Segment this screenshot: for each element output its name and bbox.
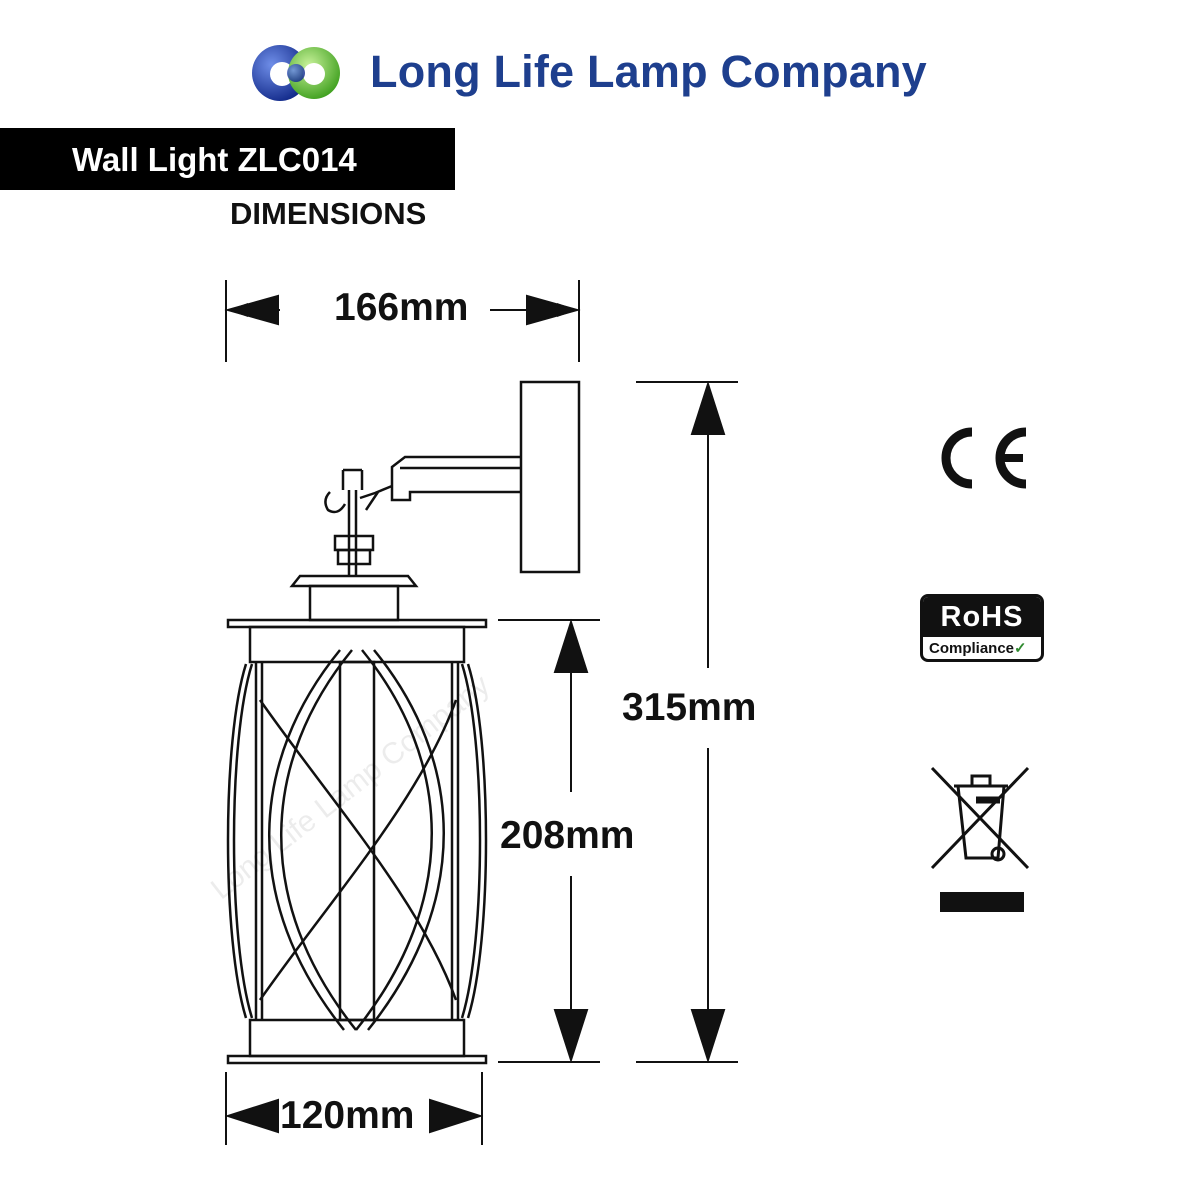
brand-header: Long Life Lamp Company — [250, 40, 970, 106]
total-height-label: 315mm — [620, 686, 759, 730]
product-title: Wall Light ZLC014 — [72, 141, 357, 178]
top-band — [248, 625, 466, 664]
bottom-band — [248, 1018, 466, 1058]
rod-coupler — [333, 534, 375, 552]
dimensions-heading: DIMENSIONS — [230, 196, 427, 231]
rohs-title: RoHS — [923, 597, 1041, 637]
rohs-subtitle-text: Compliance — [929, 640, 1015, 657]
center-bar — [338, 660, 376, 1022]
mounting-arm — [390, 455, 521, 502]
twisted-rib — [268, 649, 345, 1031]
total-width-label: 166mm — [330, 286, 473, 330]
wall-mount-plate — [519, 380, 581, 574]
base-width-label: 120mm — [280, 1094, 415, 1137]
crossed-bin-icon — [930, 766, 1030, 912]
body-height-dimension — [498, 618, 600, 1064]
bottom-plate — [226, 1054, 488, 1065]
three-circles-logo-icon — [252, 45, 340, 101]
width-dimension — [224, 280, 581, 362]
checkmark-icon: ✓ — [1014, 640, 1027, 657]
hanging-hook — [341, 468, 364, 490]
product-title-bar: Wall Light ZLC014 — [0, 128, 455, 190]
rohs-compliance-badge: RoHS Compliance✓ — [920, 594, 1044, 662]
lamp-outline — [226, 380, 581, 1065]
lamp-cap — [289, 574, 419, 588]
base-width-dimension — [224, 1072, 484, 1145]
body-height-label: 208mm — [498, 814, 637, 858]
rohs-subtitle: Compliance✓ — [929, 639, 1027, 657]
total-height-dimension — [636, 380, 738, 1064]
ce-mark-icon — [941, 427, 1027, 489]
company-name: Long Life Lamp Company — [370, 46, 927, 97]
